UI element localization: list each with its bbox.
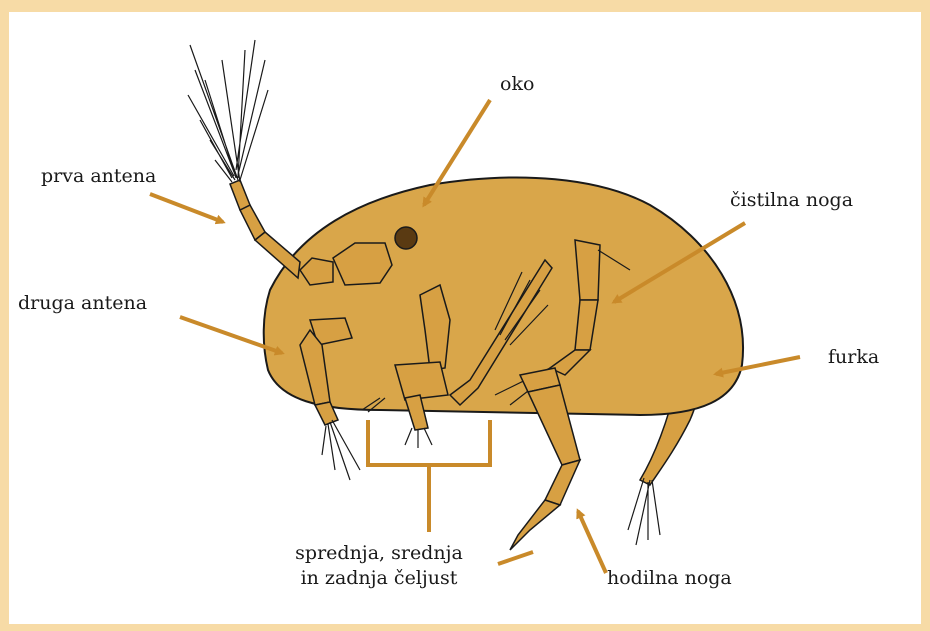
label-druga-antena: druga antena xyxy=(18,291,147,315)
furka-bristles xyxy=(628,478,660,545)
label-prva-antena: prva antena xyxy=(41,164,156,188)
eye xyxy=(395,227,417,249)
arrow-prva-antena xyxy=(150,194,223,222)
body xyxy=(264,178,743,415)
arrow-hodilna-noga xyxy=(578,511,606,573)
label-furka: furka xyxy=(828,345,879,369)
label-celjust-line2: in zadnja čeljust xyxy=(264,566,494,590)
arrow-celjust-tail xyxy=(498,552,533,564)
label-hodilna-noga: hodilna noga xyxy=(607,566,732,590)
label-celjust-line1: sprednja, srednja xyxy=(264,541,494,565)
label-oko: oko xyxy=(500,72,534,96)
mouthparts-bracket xyxy=(368,420,490,532)
label-cistilna-noga: čistilna noga xyxy=(730,188,853,212)
